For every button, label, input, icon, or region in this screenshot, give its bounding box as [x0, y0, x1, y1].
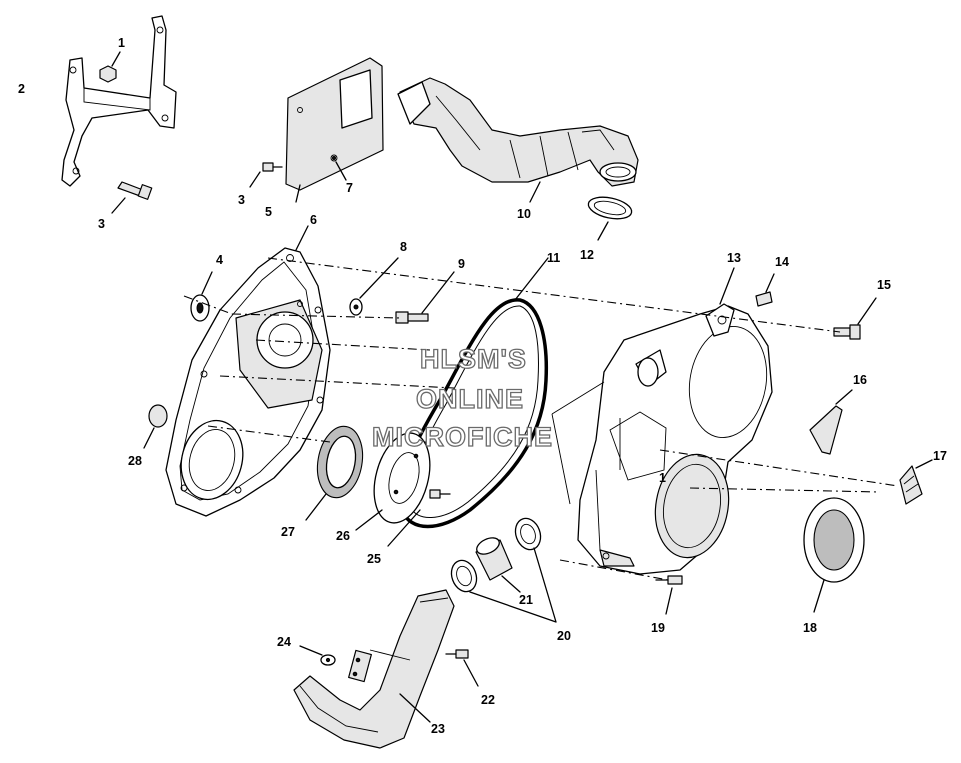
- part-5-plate: [285, 57, 384, 203]
- cover-mark: 1: [659, 471, 666, 485]
- part-17-decal: [899, 459, 933, 505]
- callout-17: 17: [933, 449, 947, 463]
- part-16-decal: [809, 389, 853, 455]
- callout-8: 8: [400, 240, 407, 254]
- watermark-line-1: HLSM'S: [420, 344, 527, 374]
- callout-7: 7: [346, 181, 353, 195]
- callout-25: 25: [367, 552, 381, 566]
- part-27-seal: [305, 425, 364, 521]
- part-28-plug: [143, 404, 168, 449]
- watermark-line-2: ONLINE: [416, 384, 524, 414]
- part-8-washer: [349, 257, 399, 316]
- watermark-line-3: MICROFICHE: [372, 422, 553, 452]
- part-10-intake-duct: [397, 77, 639, 203]
- part-13-outer-cover: 1: [577, 267, 773, 575]
- callout-14: 14: [775, 255, 789, 269]
- callout-5: 5: [265, 205, 272, 219]
- callout-28: 28: [128, 454, 142, 468]
- part-20-clamp-upper: [514, 517, 542, 551]
- part-23-exhaust-duct: [293, 589, 455, 749]
- watermark: HLSM'S ONLINE MICROFICHE: [371, 343, 553, 452]
- part-21-coupler: [475, 537, 521, 593]
- part-12-clamp: [587, 196, 633, 241]
- part-14-label: [755, 273, 775, 307]
- part-1-nut: [99, 51, 121, 83]
- part-22-screw: [445, 649, 479, 687]
- part-11-drive-belt: [398, 257, 549, 529]
- part-18-gasket-disc: [803, 497, 865, 613]
- callout-10: 10: [517, 207, 531, 221]
- callout-13: 13: [727, 251, 741, 265]
- callout-1: 1: [118, 36, 125, 50]
- callout-4: 4: [216, 253, 223, 267]
- leader-20: [469, 547, 557, 623]
- callout-3-upper: 3: [238, 193, 245, 207]
- callout-11: 11: [547, 251, 560, 265]
- callout-2: 2: [18, 82, 25, 96]
- part-9-bolt: [395, 271, 455, 324]
- callout-12: 12: [580, 248, 594, 262]
- part-19-screw: [655, 575, 683, 615]
- part-4-washer: [190, 271, 213, 322]
- part-3-bolt-lower: [111, 181, 153, 214]
- leader-7: [335, 161, 347, 181]
- part-25-screw: [387, 489, 451, 547]
- callout-9: 9: [458, 257, 465, 271]
- callout-3-lower: 3: [98, 217, 105, 231]
- part-6-inner-cover: [165, 225, 331, 517]
- callout-19: 19: [651, 621, 665, 635]
- callout-26: 26: [336, 529, 350, 543]
- callout-24: 24: [277, 635, 291, 649]
- callout-6: 6: [310, 213, 317, 227]
- part-20-clamp-lower: [450, 559, 478, 593]
- callout-22: 22: [481, 693, 495, 707]
- callout-16: 16: [853, 373, 867, 387]
- callout-21: 21: [519, 593, 533, 607]
- callout-15: 15: [877, 278, 891, 292]
- part-26-seal-plate: [355, 432, 431, 531]
- part-15-bolt: [833, 297, 877, 340]
- part-24-washer: [299, 645, 336, 666]
- callout-18: 18: [803, 621, 817, 635]
- assembly-centerlines: [183, 257, 899, 581]
- part-3-screw-upper: [249, 162, 283, 188]
- callout-23: 23: [431, 722, 445, 736]
- callout-20: 20: [557, 629, 571, 643]
- part-2-bracket: [61, 15, 177, 187]
- callout-27: 27: [281, 525, 295, 539]
- callout-labels: 1 2 3 3 4 5 6 7 8 9 10 11 12 13 14 15 16…: [18, 36, 947, 736]
